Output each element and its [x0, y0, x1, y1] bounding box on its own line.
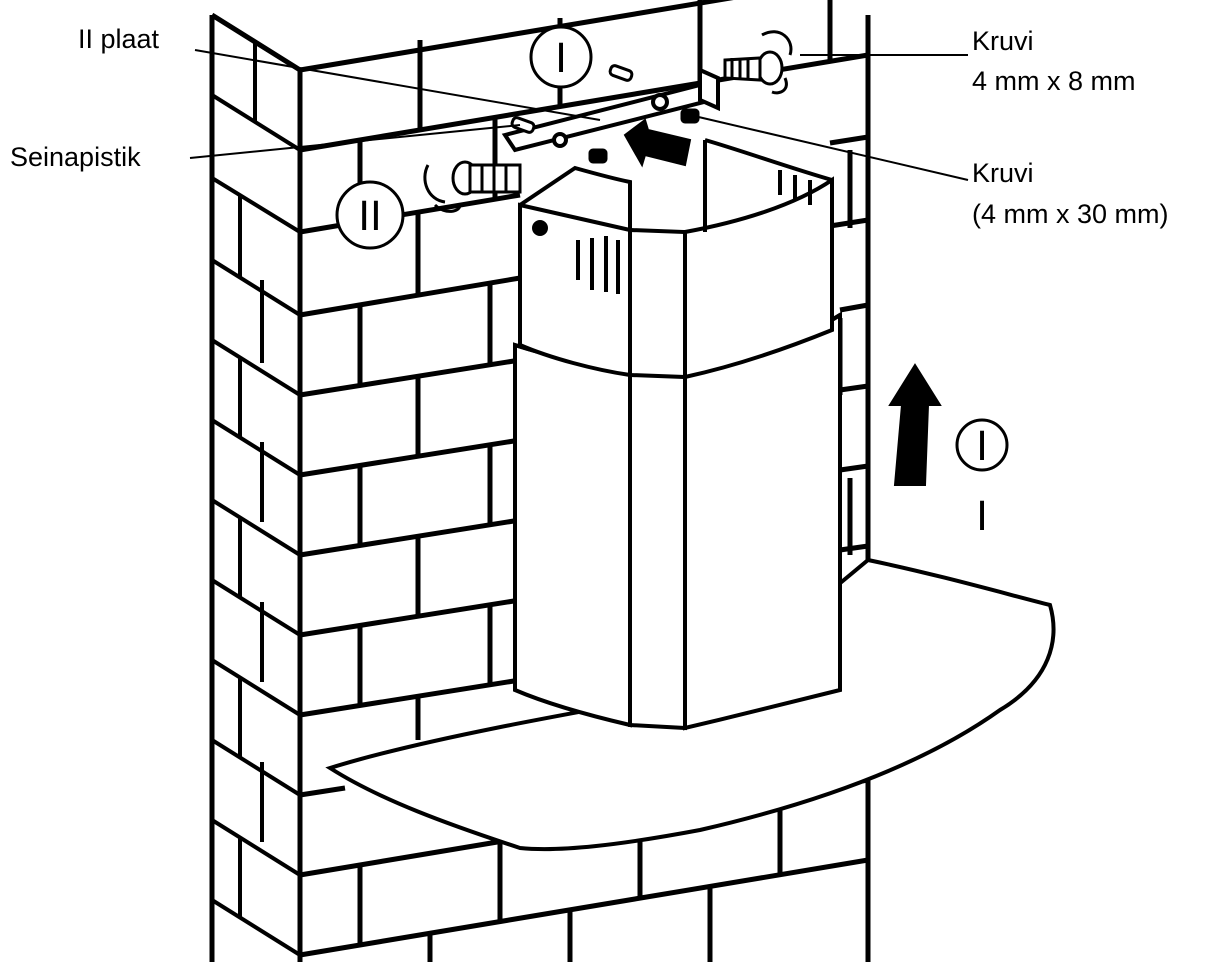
- step-circle-right: [955, 418, 1009, 472]
- label-screw-small-size: 4 mm x 8 mm: [972, 66, 1136, 96]
- chimney-upper: [518, 138, 834, 380]
- wall-bracket: [501, 66, 720, 153]
- label-plate: II plaat: [78, 24, 160, 54]
- label-screw-large-title: Kruvi: [972, 158, 1034, 188]
- step-label-left: II: [358, 194, 382, 240]
- step-markers: [335, 25, 1009, 472]
- step-label-top: I: [555, 36, 567, 82]
- label-wall-anchor: Seinapistik: [10, 142, 141, 172]
- screw-large: [423, 160, 522, 213]
- label-screw-small-title: Kruvi: [972, 26, 1034, 56]
- lift-arrow-icon: [888, 363, 942, 486]
- step-label-right: I: [976, 424, 988, 470]
- push-arrow-icon: [623, 118, 692, 168]
- step-circle-top: [529, 25, 593, 89]
- brick-wall-front: [299, 0, 871, 962]
- step-circle-left: [335, 180, 405, 250]
- brick-wall-left: [209, 12, 303, 962]
- label-screw-large-size: (4 mm x 30 mm): [972, 199, 1169, 229]
- screw-small: [723, 30, 793, 95]
- step-label-right-below: I: [976, 494, 988, 540]
- leader-lines: [189, 49, 969, 181]
- wall-plugs: [510, 64, 700, 164]
